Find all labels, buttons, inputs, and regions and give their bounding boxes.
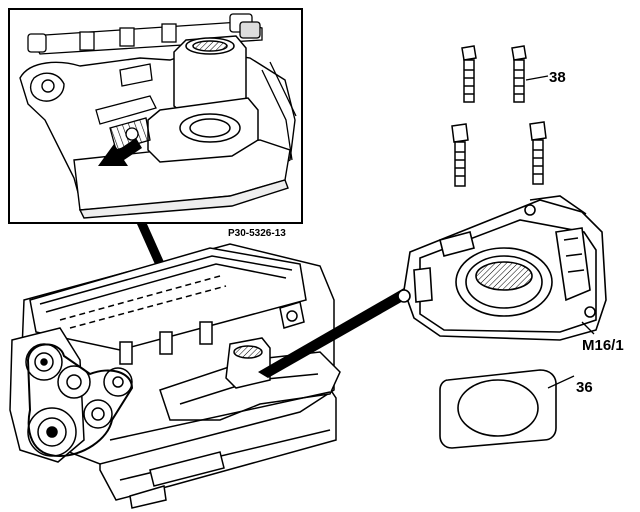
leader-36 <box>547 375 575 389</box>
inset-throttle-body <box>147 35 259 163</box>
engine-sensors <box>119 301 305 365</box>
callout-m16-1: M16/1 <box>582 337 624 354</box>
throttle-body-m16-1 <box>397 195 607 341</box>
bolt-2 <box>511 45 527 103</box>
detail-inset: P30-5326-13 <box>8 8 303 239</box>
inset-fuel-rail <box>27 13 263 55</box>
engine-assembly <box>9 243 341 509</box>
figure-code: P30-5326-13 <box>228 228 286 239</box>
engine-throttle-body <box>225 337 271 389</box>
bolts-group <box>451 45 547 187</box>
gasket-36 <box>439 369 557 449</box>
bolt-1 <box>461 45 477 103</box>
bolt-3 <box>451 123 469 187</box>
callout-36: 36 <box>576 379 593 396</box>
intake-manifold <box>159 351 341 421</box>
inset-linkage <box>95 61 297 161</box>
drive-belt <box>26 343 134 458</box>
callout-38: 38 <box>549 69 566 86</box>
bolt-4 <box>529 121 547 185</box>
valve-cover <box>29 247 307 351</box>
inset-pointer-arrow <box>98 138 142 166</box>
throttle-connector-wedge <box>258 288 412 378</box>
pulleys <box>25 343 133 457</box>
leader-m16-1 <box>581 321 595 335</box>
leader-38 <box>525 75 549 81</box>
